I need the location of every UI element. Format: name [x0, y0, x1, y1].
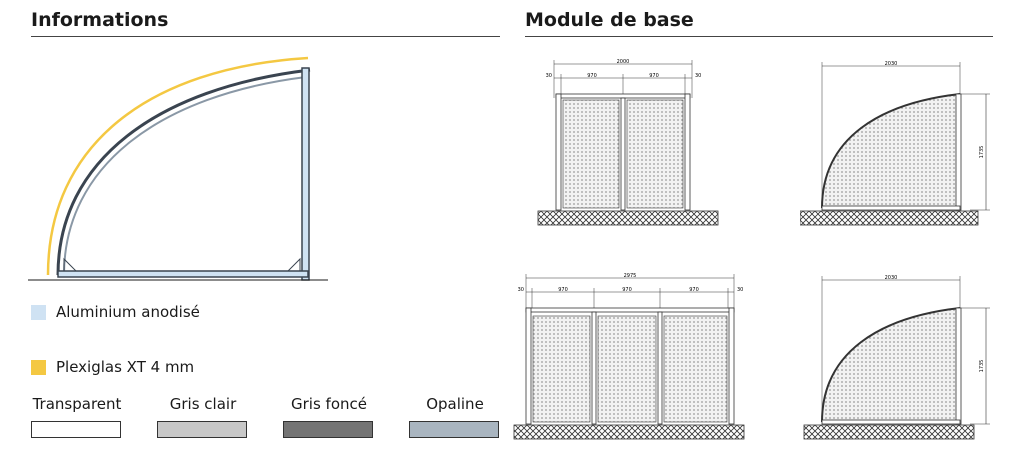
- legend-aluminium: Aluminium anodisé: [31, 303, 200, 321]
- finish-label-gris-clair: Gris clair: [169, 395, 237, 413]
- finish-label-transparent: Transparent: [32, 395, 122, 413]
- dim-height-side-2: 1735: [979, 360, 985, 373]
- module-de-base-divider: [525, 36, 993, 37]
- dim-bay-1: 970: [587, 73, 597, 79]
- side-view-2: 2030 1735: [803, 275, 990, 440]
- dim-depth-side-1: 2030: [885, 61, 898, 67]
- finish-swatch-gris-fonce: [283, 421, 373, 438]
- dim-left-end-3: 30: [518, 287, 524, 293]
- dim-bay-3b: 970: [622, 287, 632, 293]
- legend-plexiglas: Plexiglas XT 4 mm: [31, 358, 194, 376]
- legend-label-aluminium: Aluminium anodisé: [56, 303, 200, 321]
- finish-gris-fonce: Gris foncé: [283, 395, 375, 438]
- informations-divider: [31, 36, 500, 37]
- dim-bay-2: 970: [649, 73, 659, 79]
- dim-left-end: 30: [546, 73, 552, 79]
- module-de-base-title: Module de base: [525, 9, 694, 31]
- finish-transparent: Transparent: [31, 395, 123, 438]
- finish-swatch-transparent: [31, 421, 121, 438]
- dim-bay-3c: 970: [689, 287, 699, 293]
- dim-right-end: 30: [695, 73, 701, 79]
- legend-label-plexiglas: Plexiglas XT 4 mm: [56, 358, 195, 376]
- finish-swatch-gris-clair: [157, 421, 247, 438]
- front-view-2-bays: 2000 970 970 30 30: [537, 59, 719, 226]
- dim-right-end-3: 30: [737, 287, 743, 293]
- finish-gris-clair: Gris clair: [157, 395, 249, 438]
- dim-total-2-bays: 2000: [617, 59, 630, 65]
- legend-swatch-plexiglas: [31, 359, 46, 375]
- dim-height-side-1: 1735: [979, 146, 985, 159]
- shelter-side-illustration: [28, 56, 328, 281]
- dim-depth-side-2: 2030: [885, 275, 898, 281]
- dim-bay-3a: 970: [558, 287, 568, 293]
- finish-opaline: Opaline: [409, 395, 501, 438]
- finish-label-opaline: Opaline: [426, 395, 484, 413]
- side-view-1: 2030 1735: [800, 61, 990, 226]
- finish-label-gris-fonce: Gris foncé: [291, 395, 367, 413]
- informations-title: Informations: [31, 9, 169, 31]
- finish-swatch-opaline: [409, 421, 499, 438]
- dim-total-3-bays: 2975: [624, 273, 637, 279]
- legend-swatch-aluminium: [31, 304, 46, 320]
- front-view-3-bays: 2975 970 970 970 30 30: [513, 273, 745, 440]
